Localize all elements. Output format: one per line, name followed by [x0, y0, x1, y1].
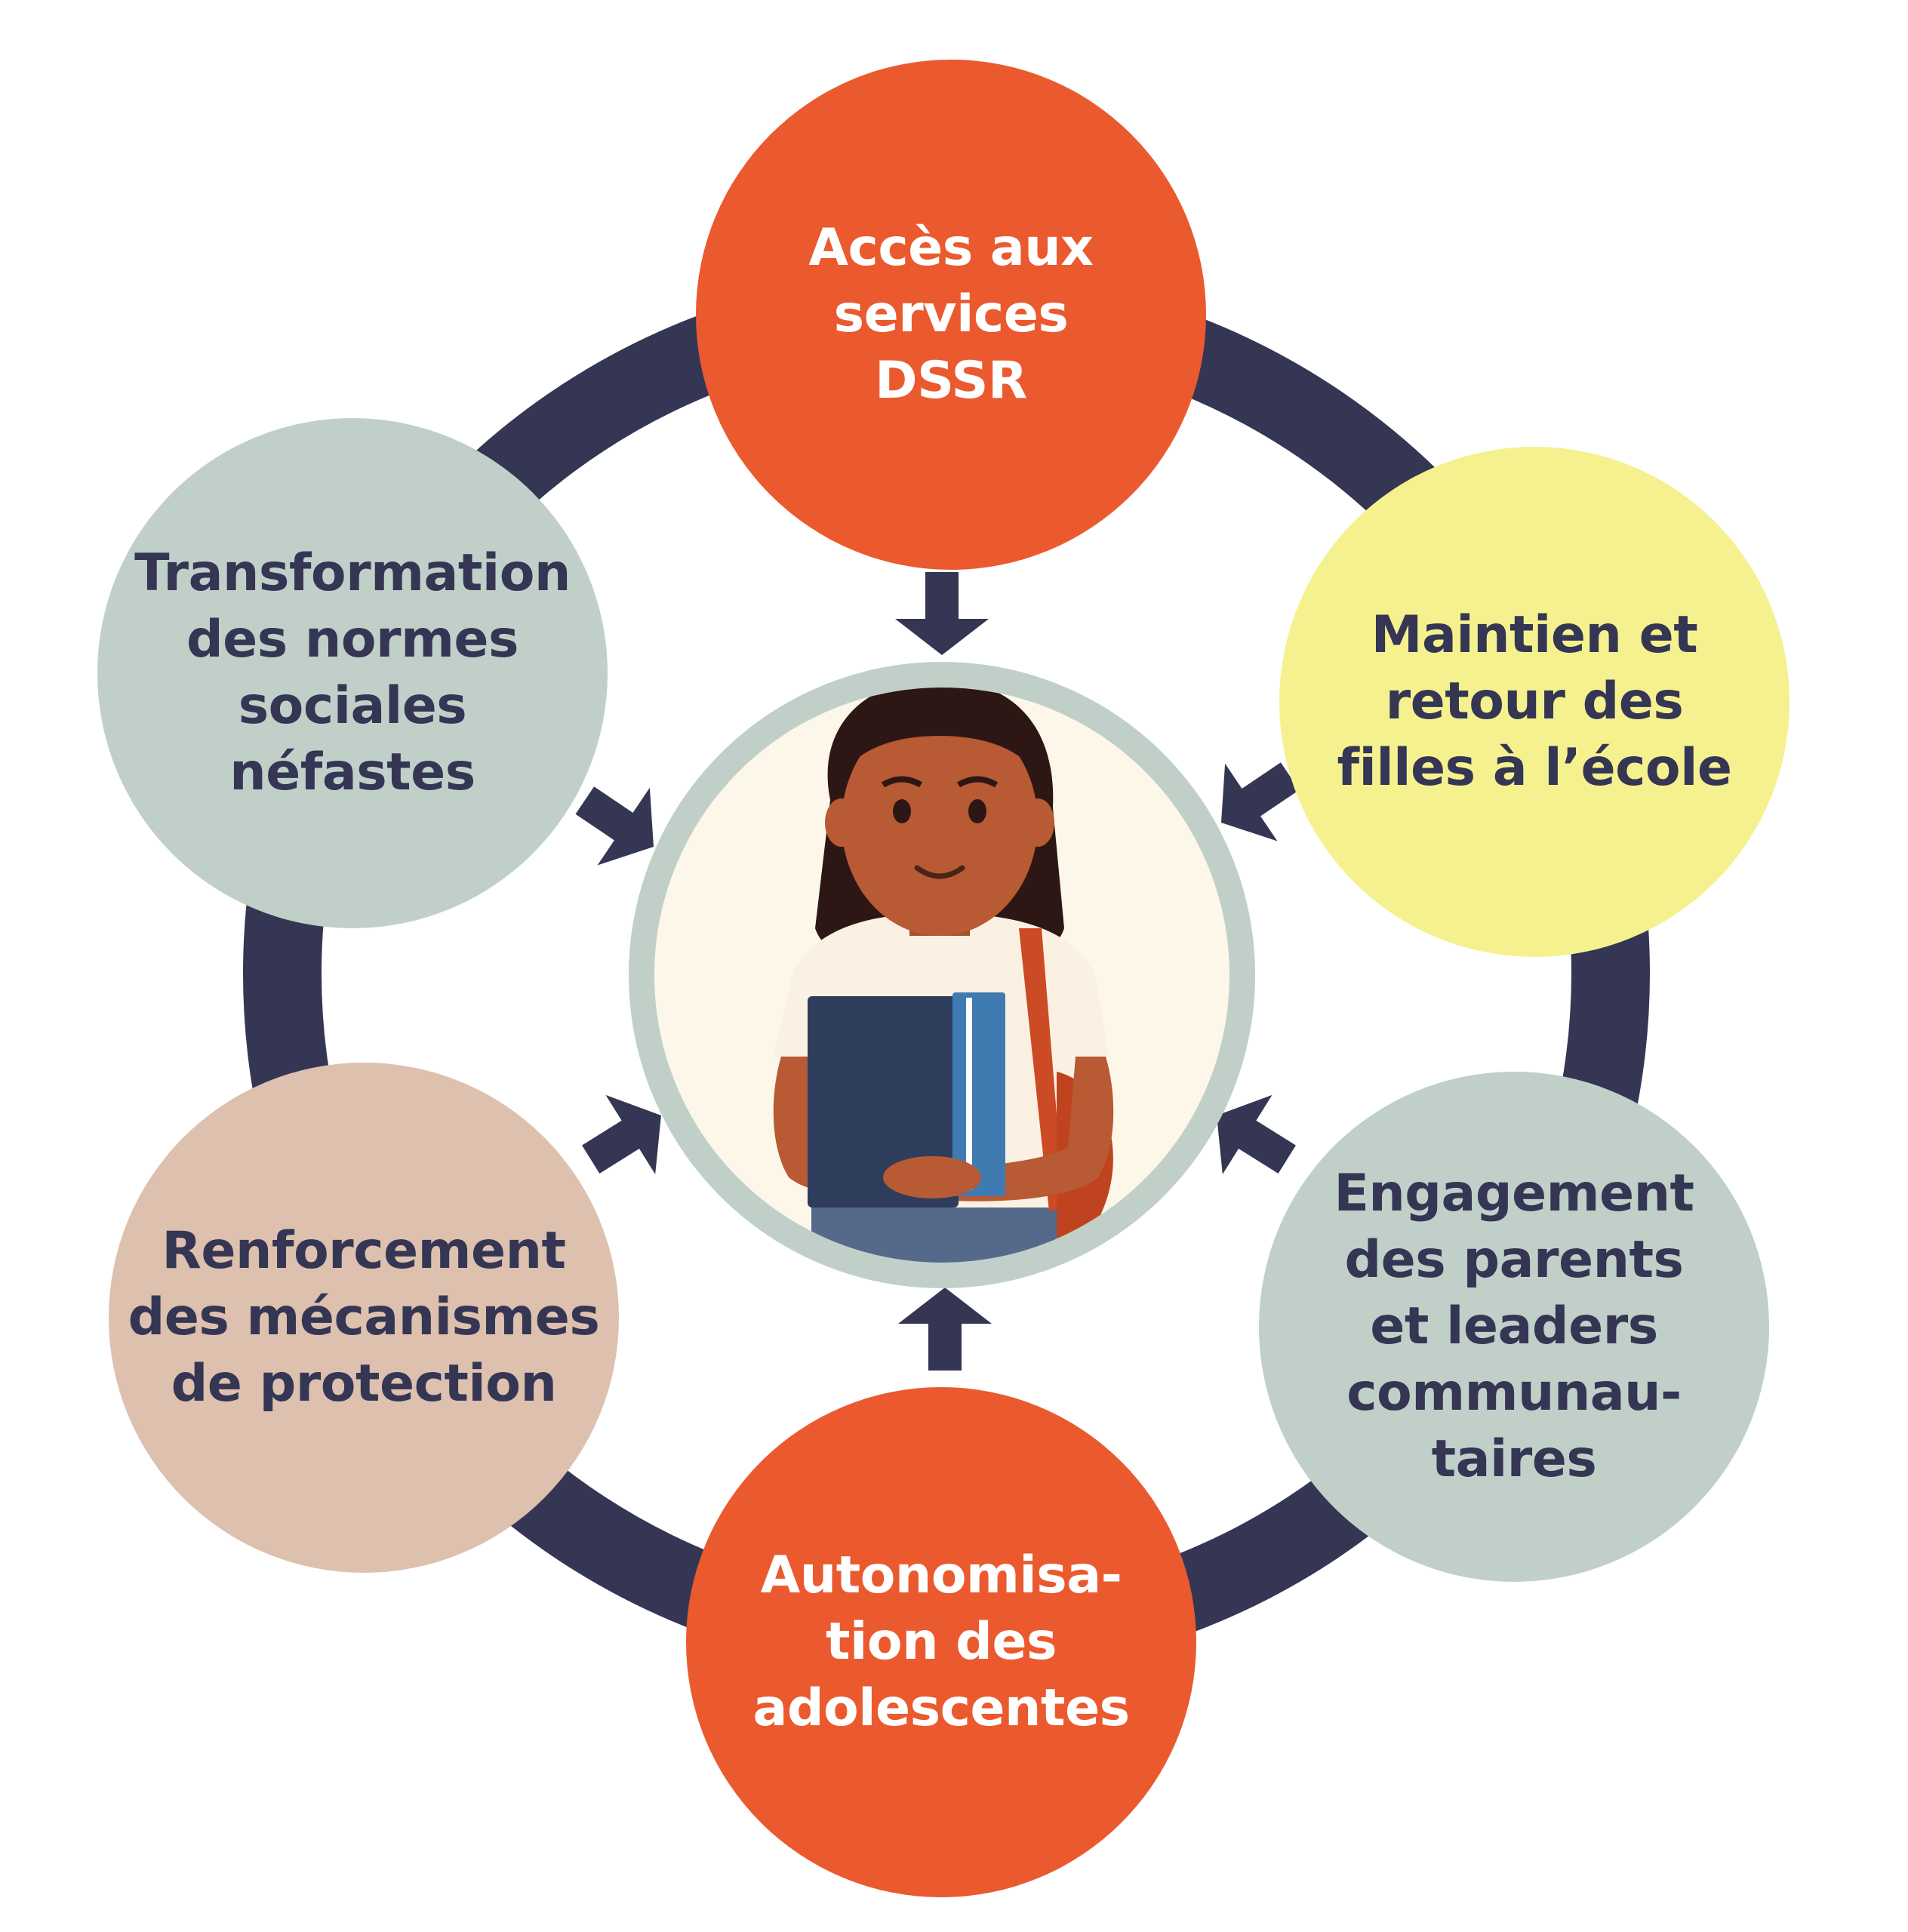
node-parent-engagement: Engagement des parents et leaders commun… — [1259, 1072, 1769, 1582]
node-social-norms: Transformation des normes sociales néfas… — [97, 418, 608, 928]
schoolgirl-icon — [773, 688, 1114, 1263]
node-label: Autonomisa- tion des adolescentes — [752, 1546, 1130, 1738]
node-label: Engagement des parents et leaders commun… — [1334, 1164, 1694, 1489]
node-label: Transformation des normes sociales néfas… — [134, 543, 571, 802]
node-adolescent-empowerment: Autonomisa- tion des adolescentes — [686, 1387, 1196, 1897]
node-school-retention: Maintien et retour des filles à l’école — [1279, 447, 1790, 957]
node-label: Maintien et retour des filles à l’école — [1337, 605, 1732, 798]
node-protection-mechanisms: Renforcement des mécanismes de protectio… — [109, 1063, 619, 1573]
node-label: Accès aux services DSSR — [808, 218, 1094, 411]
node-access-services: Accès aux services DSSR — [696, 60, 1206, 570]
node-label: Renforcement des mécanismes de protectio… — [128, 1221, 600, 1414]
